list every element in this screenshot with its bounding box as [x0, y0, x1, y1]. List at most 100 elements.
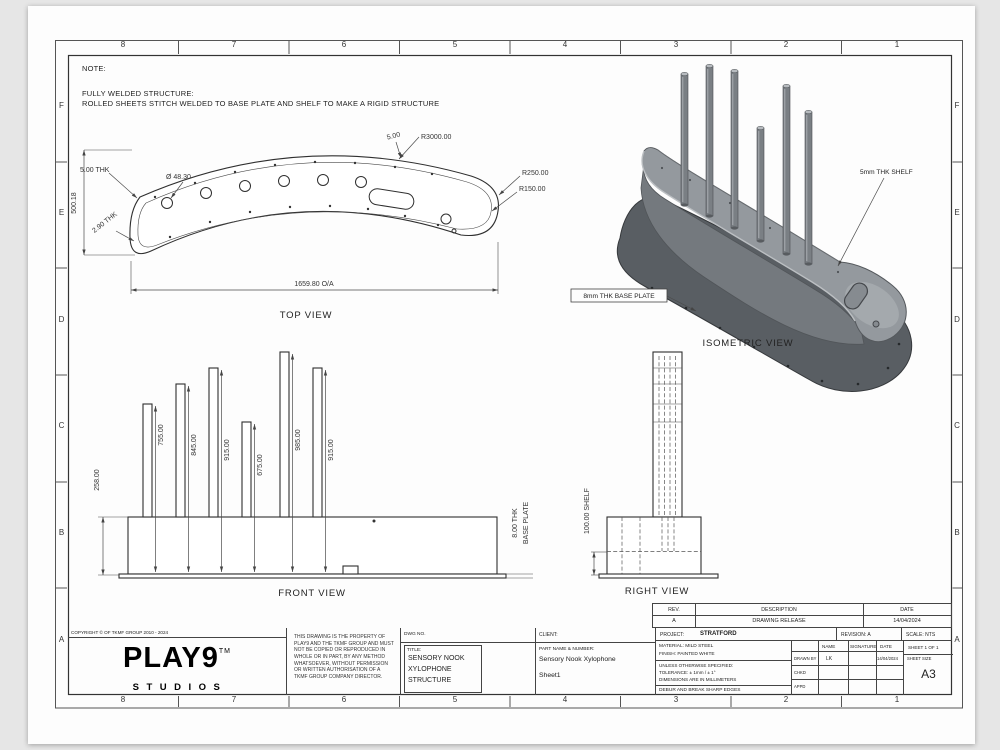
front-tube-dims: 755.00 845.00 915.00 675.00 985.00 915.0…	[153, 354, 335, 572]
svg-text:985.00: 985.00	[295, 429, 302, 451]
scale-label: SCALE: NTS	[906, 631, 936, 638]
front-view: 755.00 845.00 915.00 675.00 985.00 915.0…	[94, 351, 533, 599]
sheet-info-col: SHEET 1 OF 1 SHEET SIZE A3	[903, 641, 953, 695]
right-body	[606, 516, 702, 576]
client-label: CLIENT:	[539, 632, 558, 638]
right-tube-bundle	[652, 351, 683, 518]
grid-col-label: 5	[452, 40, 458, 49]
debur-text: DEBUR AND BREAK SHARP EDGES	[659, 688, 741, 693]
logo-cell: COPYRIGHT © OF TKMF GROUP 2010 - 2024 PL…	[68, 628, 286, 695]
right-base-plate	[598, 573, 719, 579]
grid-col-label: 1	[894, 40, 900, 49]
dim-thk-inner: 2.90 THK	[91, 211, 119, 235]
dwg-no-label: DWG NO.	[404, 632, 426, 637]
date-col-header: DATE	[880, 643, 892, 649]
grid-col-label: 5	[452, 695, 458, 704]
grid-col-label: 2	[783, 695, 789, 704]
dim-radius-end-2: R150.00	[519, 186, 546, 193]
grid-row-label: A	[58, 635, 65, 644]
dim-shelf-height: 100.00 SHELF	[584, 488, 591, 534]
dim-overall-height: 500.18	[71, 192, 78, 214]
drawn-date: 14/04/2024	[877, 656, 898, 661]
dim-base-thk: 8.00 THK	[512, 508, 519, 538]
signature-col-header: SIGNATURE	[850, 643, 877, 649]
rivet-holes	[153, 160, 440, 239]
front-view-label: FRONT VIEW	[278, 588, 345, 599]
svg-text:675.00: 675.00	[257, 454, 264, 476]
finish-text: FINISH: PAINTED WHITE	[659, 652, 715, 657]
grid-col-label: 8	[120, 40, 126, 49]
sheet-size-value: A3	[921, 667, 936, 681]
part-name: Sensory Nook Xylophone	[539, 656, 616, 663]
grid-col-label: 6	[341, 695, 347, 704]
dwg-no-cell: DWG NO. TITLE: SENSORY NOOK XYLOPHONE ST…	[400, 628, 535, 695]
name-col-header: NAME	[822, 643, 836, 649]
right-view-label: RIGHT VIEW	[625, 586, 689, 597]
drawing-title-box: TITLE: SENSORY NOOK XYLOPHONE STRUCTURE	[404, 645, 482, 693]
material-text: MATERIAL: MILD STEEL	[659, 644, 714, 649]
border-frame	[55, 40, 963, 709]
revision-table-header	[653, 604, 951, 616]
grid-row-label: F	[954, 101, 960, 110]
drawn-by-label: DRAWN BY	[794, 656, 817, 661]
top-view: 5.00 THK 500.18 2.90 THK Ø 48.30 5.00 R3…	[71, 131, 549, 321]
grid-col-label: 7	[231, 695, 237, 704]
top-view-label: TOP VIEW	[280, 310, 333, 321]
property-note: THIS DRAWING IS THE PROPERTY OF PLAY9 AN…	[294, 634, 394, 681]
grid-row-label: A	[954, 635, 960, 644]
iso-view-label: ISOMETRIC VIEW	[703, 338, 794, 349]
title-block: COPYRIGHT © OF TKMF GROUP 2010 - 2024 PL…	[68, 628, 953, 695]
dim-radius-main: R3000.00	[421, 134, 451, 141]
chkd-label: CHKD	[794, 670, 806, 675]
base-plate-callout: 8mm THK BASE PLATE	[583, 293, 655, 300]
drawing-title-line: STRUCTURE	[408, 677, 452, 684]
dim-body-height: 258.00	[94, 469, 101, 491]
project-info-cell: PROJECT: STRATFORD REVISION: A SCALE: NT…	[655, 628, 953, 695]
date-col-header: DATE	[900, 606, 914, 613]
front-base-plate	[118, 573, 507, 579]
grid-row-label: E	[954, 208, 960, 217]
grid-row-label: E	[58, 208, 65, 217]
grid-row-label: C	[954, 421, 960, 430]
grid-row-label: F	[59, 101, 64, 110]
grid-row-label: D	[58, 315, 65, 324]
grid-col-label: 3	[673, 695, 679, 704]
spec-line: TOLERANCE: ± 1mm / ± 1°	[659, 670, 716, 675]
copyright-text: COPYRIGHT © OF TKMF GROUP 2010 - 2024	[71, 630, 169, 635]
grid-row-label: D	[954, 315, 960, 324]
svg-text:915.00: 915.00	[224, 439, 231, 461]
grid-row-label: B	[954, 528, 960, 537]
drawing-title-line: XYLOPHONE	[408, 666, 452, 673]
grid-col-label: 3	[673, 40, 679, 49]
dim-hole-dia: Ø 48.30	[166, 174, 191, 181]
iso-view: 5mm THK SHELF 8mm THK BASE PLATE ISOMETR…	[570, 64, 913, 392]
grid-col-label: 7	[231, 40, 237, 49]
grid-col-label: 8	[120, 695, 126, 704]
sheet-of-text: SHEET 1 OF 1	[908, 645, 939, 650]
part-label: PART NAME & NUMBER:	[539, 647, 595, 652]
appd-label: APPD	[794, 684, 806, 689]
svg-text:755.00: 755.00	[158, 424, 165, 446]
note-line: ROLLED SHEETS STITCH WELDED TO BASE PLAT…	[82, 99, 440, 108]
property-note-cell: THIS DRAWING IS THE PROPERTY OF PLAY9 AN…	[286, 628, 400, 695]
rev-col-header: REV.	[668, 606, 680, 613]
shelf-callout: 5mm THK SHELF	[860, 169, 913, 176]
grid-col-label: 4	[562, 40, 568, 49]
iso-tubes	[680, 64, 813, 266]
dim-overall-length: 1659.80 O/A	[294, 281, 334, 288]
rev-description: DRAWING RELEASE	[752, 618, 806, 624]
project-value: STRATFORD	[700, 631, 737, 637]
spec-line: UNLESS OTHERWISE SPECIFIED:	[659, 663, 734, 668]
iso-obround-hole	[843, 282, 869, 310]
signature-table: NAME SIGNATURE DATE DRAWN BY LK 14/04/20…	[791, 641, 903, 695]
dim-base-name: BASE PLATE	[523, 502, 530, 545]
rev-date: 14/04/2024	[893, 618, 921, 624]
grid-row-label: C	[58, 421, 65, 430]
note-line: FULLY WELDED STRUCTURE:	[82, 89, 194, 98]
rev-value: A	[672, 618, 676, 624]
title-label: TITLE:	[407, 648, 422, 653]
revision-label: REVISION: A	[841, 631, 871, 638]
top-view-plate-outline	[129, 155, 500, 255]
